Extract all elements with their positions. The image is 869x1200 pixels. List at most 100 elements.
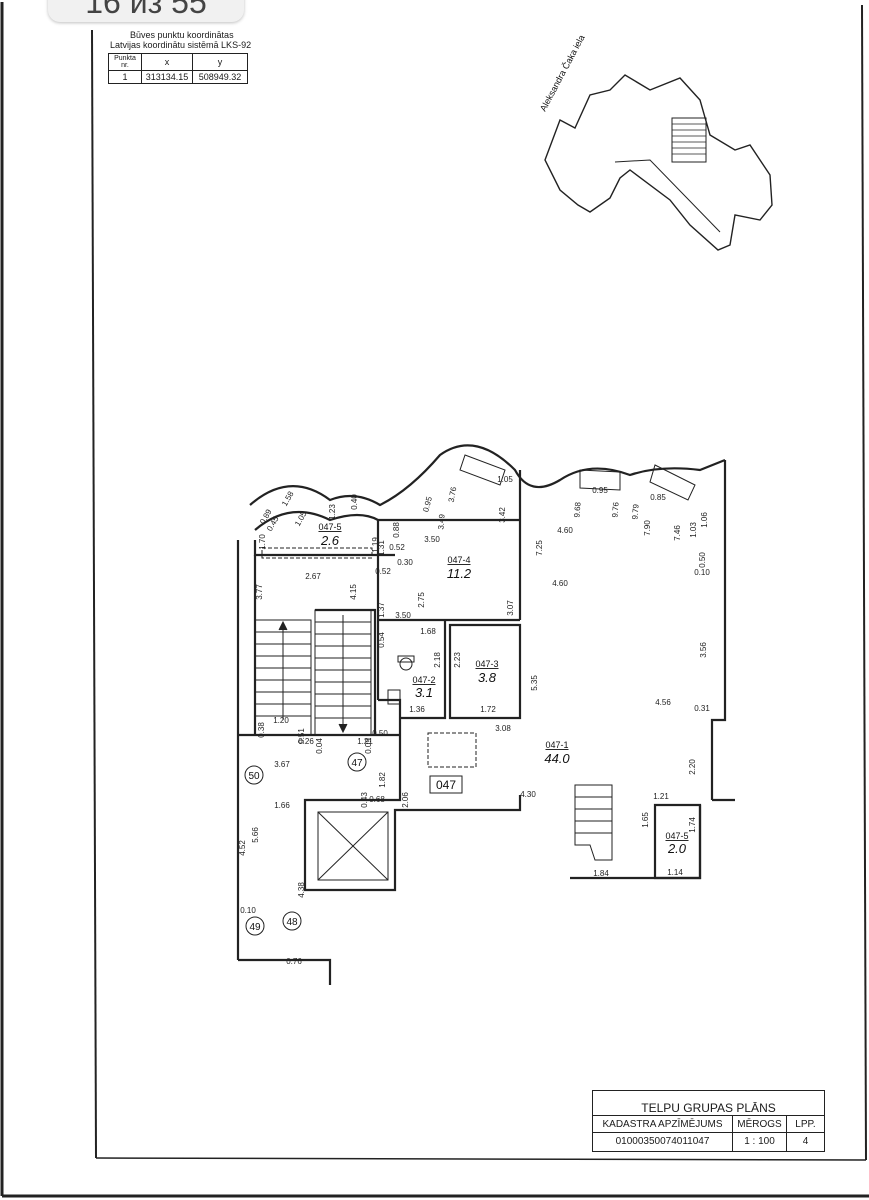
- dimension-label: 7.25: [535, 540, 544, 556]
- dimension-label: 1.14: [667, 868, 683, 877]
- room-area: 3.8: [478, 670, 497, 685]
- dimension-label: 1.66: [274, 801, 290, 810]
- dimension-label: 1.68: [420, 627, 436, 636]
- dimension-label: 0.68: [369, 795, 385, 804]
- room-area: 44.0: [544, 751, 570, 766]
- dimension-label: 5.66: [251, 827, 260, 843]
- dimension-label: 1.20: [273, 716, 289, 725]
- dimension-label: 1.58: [280, 489, 296, 507]
- dimension-label: 0.95: [592, 486, 608, 495]
- dimension-label: 9.68: [572, 501, 582, 518]
- dimension-label: 3.08: [495, 724, 511, 733]
- coord-cell: 313134.15: [141, 70, 193, 84]
- dimension-label: 4.15: [349, 584, 358, 600]
- room-id: 047-5: [665, 831, 688, 841]
- dimension-label: 0.50: [372, 729, 388, 738]
- coord-col-header: Punkta nr.: [108, 53, 142, 71]
- room-id: 047-1: [545, 740, 568, 750]
- dimension-label: 3.76: [447, 486, 459, 503]
- dimension-label: 3.56: [699, 642, 708, 658]
- coord-col-header: x: [141, 53, 193, 71]
- dimension-label: 0.95: [421, 495, 434, 513]
- dimension-label: 4.30: [520, 790, 536, 799]
- cadastre-header: KADASTRA APZĪMĒJUMS: [592, 1115, 733, 1133]
- dimension-label: 1.65: [641, 812, 650, 828]
- dimension-label: 3.77: [255, 584, 264, 600]
- coordinates-heading-line2: Latvijas koordinātu sistēmā LKS-92: [110, 40, 252, 50]
- dimension-label: 0.31: [694, 704, 710, 713]
- dimension-label: 0.88: [392, 522, 401, 538]
- dimension-label: 0.76: [286, 957, 302, 966]
- dimension-label: 2.23: [453, 652, 462, 668]
- circle-48: 48: [286, 917, 298, 928]
- street-name: Aleksandra Čaka iela: [538, 33, 587, 113]
- dimension-label: 1.37: [377, 602, 386, 618]
- coord-cell: 1: [108, 70, 142, 84]
- dimension-label: 0.52: [389, 543, 405, 552]
- dimension-label: 1.36: [409, 705, 425, 714]
- dimension-label: 0.51: [297, 728, 306, 744]
- dimension-label: 2.18: [433, 652, 442, 668]
- dimension-label: 1.31: [377, 540, 386, 556]
- dimension-label: 2.75: [417, 592, 426, 608]
- dimension-label: 3.50: [424, 535, 440, 544]
- circle-49: 49: [249, 922, 261, 933]
- dimension-label: 3.07: [506, 600, 515, 616]
- title-block: TELPU GRUPAS PLĀNS KADASTRA APZĪMĒJUMS M…: [592, 1090, 825, 1152]
- scale-header: MĒROGS: [732, 1115, 787, 1133]
- dimension-label: 4.56: [655, 698, 671, 707]
- page-value: 4: [786, 1132, 825, 1152]
- dimension-label: 0.10: [240, 906, 256, 915]
- dimension-label: 0.40: [350, 494, 359, 510]
- room-id: 047-5: [318, 522, 341, 532]
- page-header: LPP.: [786, 1115, 825, 1133]
- cadastre-value: 01000350074011047: [592, 1132, 733, 1152]
- room-id: 047-3: [475, 659, 498, 669]
- circle-47: 47: [351, 758, 363, 769]
- room-area: 11.2: [447, 566, 472, 581]
- dimension-label: 1.05: [497, 475, 513, 484]
- dimension-label: 1.82: [378, 772, 387, 788]
- dimension-label: 0.54: [377, 632, 386, 648]
- dimension-label: 4.60: [552, 579, 568, 588]
- dimension-label: 3.50: [395, 611, 411, 620]
- dimension-label: 4.38: [297, 882, 306, 898]
- dimension-label: 0.52: [375, 567, 391, 576]
- dimension-label: 0.04: [315, 738, 324, 754]
- room-id: 047-2: [412, 675, 435, 685]
- dimension-label: 1.23: [328, 504, 337, 520]
- coordinates-table: Punkta nr. x y 1 313134.15 508949.32: [108, 53, 248, 84]
- dimension-label: 1.21: [357, 737, 373, 746]
- dimension-label: 0.30: [397, 558, 413, 567]
- dimension-label: 4.52: [238, 840, 247, 856]
- dimension-label: 2.20: [688, 759, 697, 775]
- dimension-label: 1.21: [653, 792, 669, 801]
- dimension-label: 1.72: [480, 705, 496, 714]
- room-area: 2.6: [320, 533, 340, 548]
- dimension-label: 0.10: [694, 568, 710, 577]
- dimension-label: 3.49: [436, 513, 446, 530]
- coordinates-heading-line1: Būves punktu koordinātas: [130, 30, 234, 40]
- room-id: 047-4: [447, 555, 470, 565]
- dimension-label: 2.67: [305, 572, 321, 581]
- dimension-label: 1.06: [700, 512, 709, 528]
- dimension-label: 1.03: [689, 522, 698, 538]
- dimension-label: 1.74: [688, 817, 697, 833]
- dimension-label: 0.26: [298, 737, 314, 746]
- room-area: 3.1: [415, 685, 433, 700]
- dimension-label: 1.70: [258, 534, 267, 550]
- dimension-label: 7.46: [673, 525, 682, 541]
- room-area: 2.0: [667, 841, 687, 856]
- coord-col-header: y: [192, 53, 248, 71]
- title-block-title: TELPU GRUPAS PLĀNS: [592, 1090, 825, 1116]
- dimension-label: 7.90: [643, 520, 652, 536]
- dimension-label: 0.09: [364, 738, 373, 754]
- dimension-label: 1.84: [593, 869, 609, 878]
- dimension-label: 1.19: [371, 537, 380, 553]
- dimension-label: 2.06: [401, 792, 410, 808]
- dimension-label: 0.85: [650, 493, 666, 502]
- dimension-label: 0.50: [698, 552, 707, 568]
- dimension-label: 5.35: [530, 675, 539, 691]
